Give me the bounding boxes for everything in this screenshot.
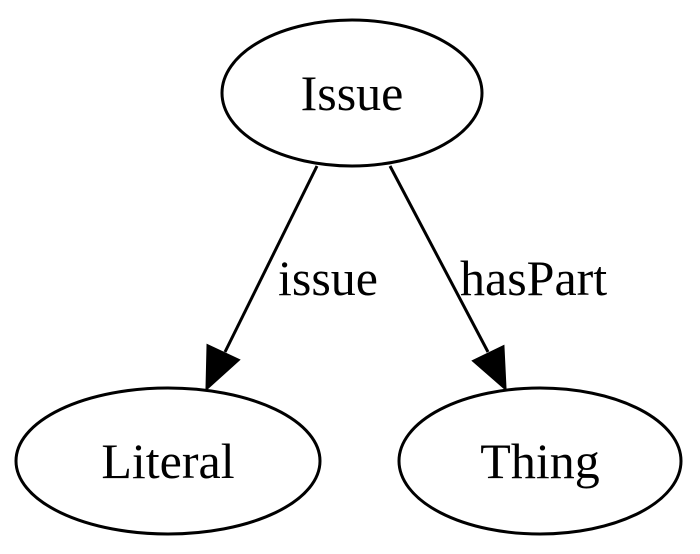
node-thing[interactable]: Thing [397, 386, 683, 536]
edge-issue-to-literal: issue [205, 165, 378, 392]
node-literal[interactable]: Literal [14, 386, 322, 536]
node-literal-label: Literal [101, 433, 234, 489]
edge-haspart-label: hasPart [460, 250, 607, 306]
edge-haspart-line [388, 165, 490, 353]
node-issue[interactable]: Issue [220, 18, 484, 168]
node-thing-ellipse [397, 386, 683, 536]
edge-issue-arrowhead [205, 343, 241, 392]
node-thing-label: Thing [480, 433, 599, 489]
node-issue-ellipse [220, 18, 484, 168]
node-issue-label: Issue [301, 65, 404, 121]
edge-haspart-arrowhead [471, 344, 507, 392]
edge-issue-to-thing: hasPart [388, 165, 607, 392]
node-literal-ellipse [14, 386, 322, 536]
edge-issue-line [223, 165, 319, 353]
edge-issue-label: issue [278, 250, 378, 306]
